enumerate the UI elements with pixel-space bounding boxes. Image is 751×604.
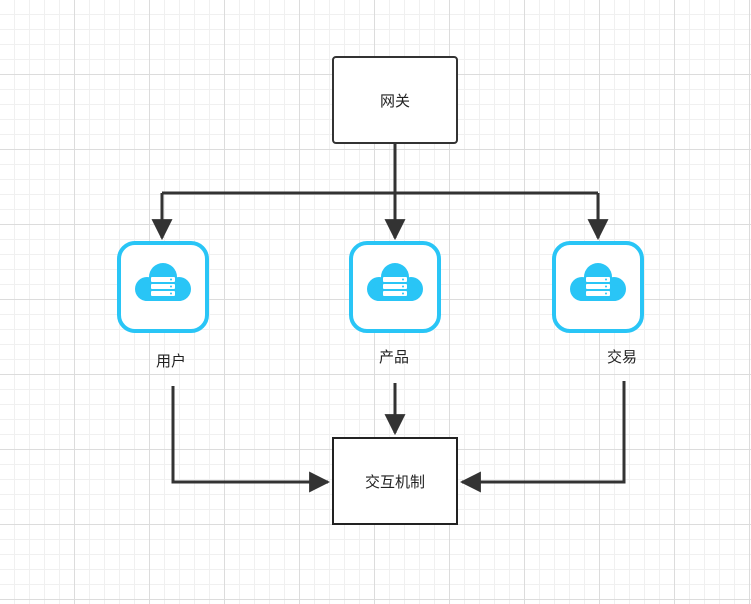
gateway-node[interactable]: 网关	[332, 56, 458, 144]
service-label-trade: 交易	[607, 348, 638, 366]
cloud-server-icon[interactable]	[117, 241, 209, 333]
gateway-label: 网关	[379, 91, 410, 110]
cloud-server-icon[interactable]	[349, 241, 441, 333]
interaction-node[interactable]: 交互机制	[332, 437, 458, 525]
interaction-label: 交互机制	[364, 472, 425, 491]
service-label-user: 用户	[156, 352, 187, 370]
cloud-server-icon[interactable]	[552, 241, 644, 333]
service-label-product: 产品	[379, 348, 410, 366]
edge-trade-to-interaction	[459, 381, 626, 493]
edge-user-to-interaction	[171, 386, 331, 493]
